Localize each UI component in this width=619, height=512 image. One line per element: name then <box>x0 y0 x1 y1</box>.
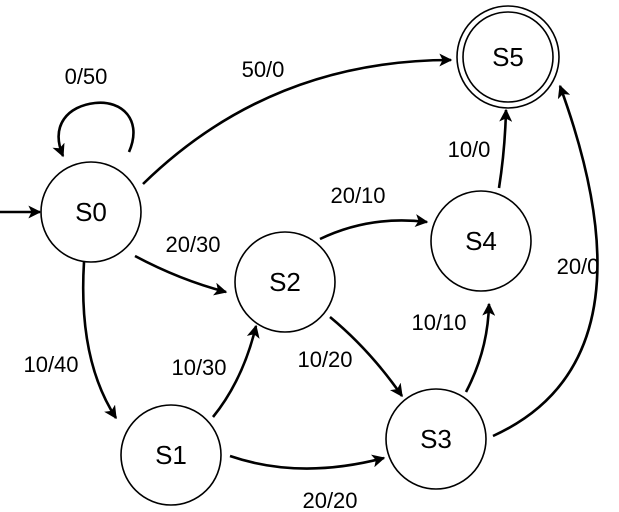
edge-s3-s5 <box>492 84 599 438</box>
edge-s4-s5 <box>497 108 513 189</box>
edge-s1-s2 <box>211 324 260 418</box>
transition-labels: 0/50 50/0 20/30 10/40 10/30 20/20 20/10 … <box>23 57 599 512</box>
edge-label-s0-s5: 50/0 <box>242 57 285 82</box>
state-s2: S2 <box>234 231 336 333</box>
edge-s0-s1 <box>81 261 118 420</box>
state-s1-label: S1 <box>155 440 187 470</box>
state-s5-inner-circle <box>462 11 554 103</box>
states: S0 S1 S2 S3 S4 S5 <box>40 5 560 506</box>
edge-s1-s3 <box>229 454 386 470</box>
edge-s0-s0 <box>52 101 135 158</box>
edge-s2-s3 <box>329 315 404 398</box>
state-s4-label: S4 <box>465 226 497 256</box>
state-s3-circle <box>385 388 487 490</box>
state-s3-label: S3 <box>420 424 452 454</box>
state-s1-circle <box>120 404 222 506</box>
state-s5: S5 <box>456 5 560 109</box>
edge-s0-s5 <box>142 53 453 185</box>
edge-label-s2-s4: 20/10 <box>330 183 385 208</box>
state-s0-circle <box>40 161 142 263</box>
edge-label-s0-s0: 0/50 <box>65 64 108 89</box>
edge-label-s0-s2: 20/30 <box>165 232 220 257</box>
edge-label-s3-s4: 10/10 <box>411 310 466 335</box>
state-s5-label: S5 <box>492 42 524 72</box>
state-s0: S0 <box>40 161 142 263</box>
edge-label-s1-s2: 10/30 <box>171 355 226 380</box>
edge-s0-s2 <box>134 254 228 296</box>
state-s2-circle <box>234 231 336 333</box>
edge-label-s0-s1: 10/40 <box>23 352 78 377</box>
state-s2-label: S2 <box>269 267 301 297</box>
state-s1: S1 <box>120 404 222 506</box>
edge-s2-s4 <box>319 214 429 241</box>
edge-label-s3-s5: 20/0 <box>557 254 600 279</box>
edge-label-s4-s5: 10/0 <box>448 137 491 162</box>
edge-label-s1-s3: 20/20 <box>302 488 357 512</box>
transitions <box>0 53 599 470</box>
edge-label-s2-s3: 10/20 <box>297 347 352 372</box>
state-s3: S3 <box>385 388 487 490</box>
state-s0-label: S0 <box>75 197 107 227</box>
state-s4-circle <box>430 190 532 292</box>
edge-s3-s4 <box>464 302 496 393</box>
state-s4: S4 <box>430 190 532 292</box>
